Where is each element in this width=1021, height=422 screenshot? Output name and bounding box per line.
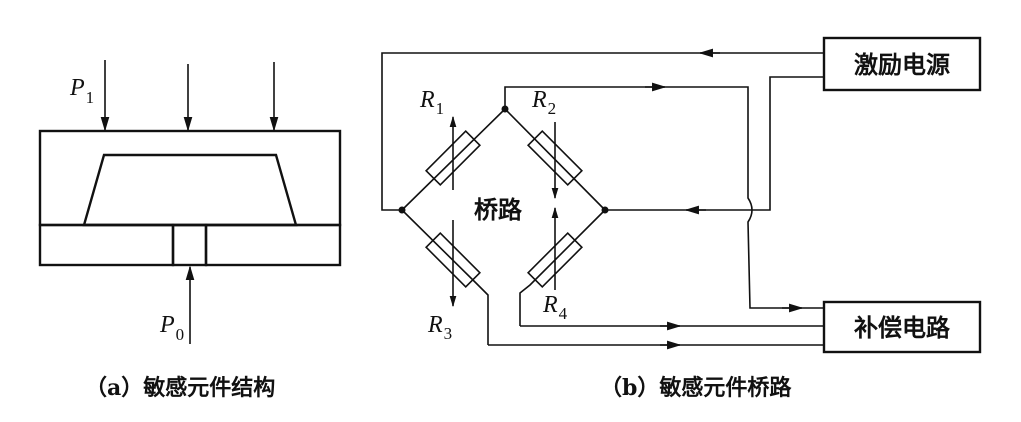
resistor-r1	[424, 129, 482, 187]
wire-excitation-to-right-node	[605, 76, 824, 211]
bridge-label: 桥路	[474, 196, 523, 224]
label-p0: P0	[159, 312, 184, 344]
bridge-arm-r4	[519, 209, 606, 326]
label-r3: R3	[427, 312, 452, 343]
base-right	[204, 223, 342, 267]
caption-a: （a）敏感元件结构	[85, 375, 275, 401]
diaphragm-body	[38, 129, 342, 227]
pressure-port	[171, 223, 208, 267]
resistor-r3	[424, 231, 482, 289]
sensing-element-structure: P1 P0 （a）敏感元件结构	[38, 60, 342, 401]
sensing-element-bridge: R1 R2 R3 R4 桥路 激励电源 补偿电路 （b）敏感元件桥路	[381, 36, 982, 401]
label-p1: P1	[69, 75, 94, 107]
caption-b: （b）敏感元件桥路	[600, 375, 792, 401]
bridge-arm-r3	[401, 209, 489, 345]
resistor-r2	[526, 129, 584, 187]
cavity	[82, 153, 298, 227]
excitation-source-label: 激励电源	[854, 51, 950, 79]
excitation-source-block	[822, 36, 982, 92]
label-r4: R4	[542, 292, 568, 323]
wire-top-node-to-compensation	[504, 86, 824, 309]
compensation-circuit-block	[822, 300, 982, 354]
label-r1: R1	[419, 87, 444, 118]
resistor-r4	[526, 231, 584, 289]
wire-excitation-to-left-node	[381, 52, 824, 211]
label-r2: R2	[531, 87, 556, 118]
base-left	[38, 223, 175, 267]
compensation-circuit-label: 补偿电路	[854, 314, 951, 342]
